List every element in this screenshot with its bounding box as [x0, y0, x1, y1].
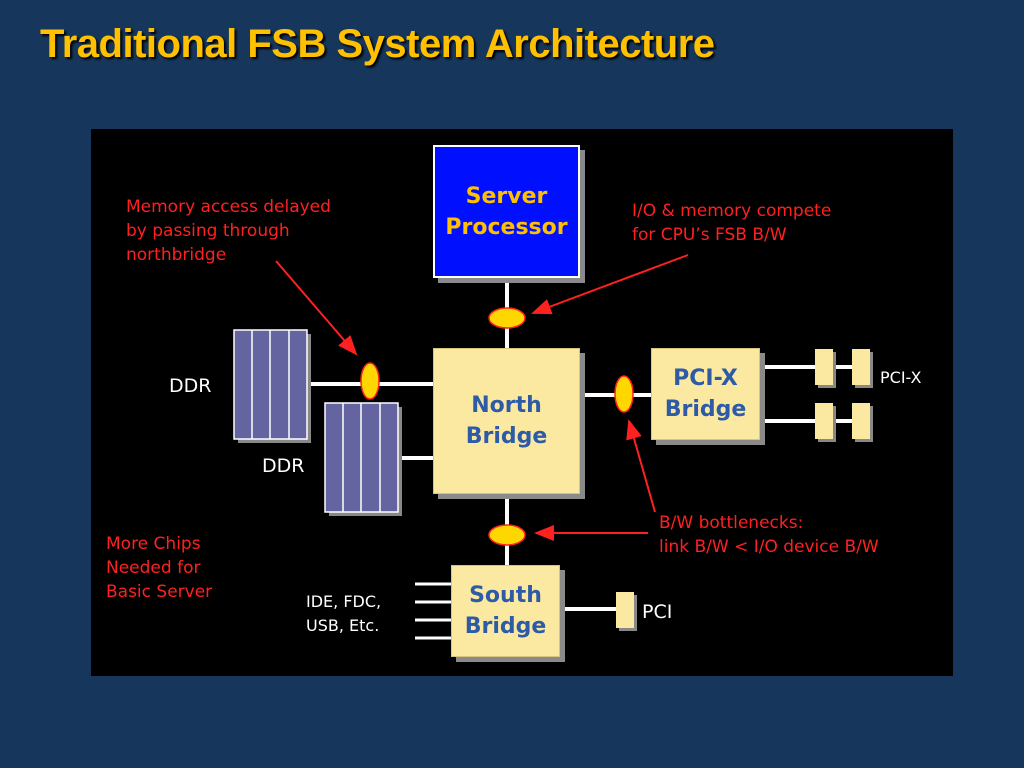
arrow-bottleneck-pcix [626, 419, 656, 513]
ddr-label-2: DDR [262, 455, 305, 477]
note-bw-bottleneck: B/W bottlenecks: link B/W < I/O device B… [659, 513, 879, 557]
north-bridge-box: North Bridge [433, 348, 580, 494]
pcix-bridge-box: PCI-X Bridge [651, 348, 760, 440]
pci-label: PCI [642, 601, 673, 623]
server-processor-box: Server Processor [433, 145, 580, 278]
bottleneck-marker-fsb [488, 307, 526, 329]
bottleneck-marker-hub [488, 524, 526, 546]
server-processor-label: Server Processor [445, 183, 568, 240]
south-bridge-box: South Bridge [451, 565, 560, 657]
note-io-compete: I/O & memory compete for CPU’s FSB B/W [632, 201, 832, 245]
note-memory-delay: Memory access delayed by passing through… [126, 197, 331, 265]
arrow-io-note [531, 254, 689, 315]
ddr-module-2 [324, 402, 402, 516]
io-devices-label: IDE, FDC, USB, Etc. [306, 592, 382, 635]
slide-title: Traditional FSB System Architecture [40, 22, 715, 66]
note-more-chips: More Chips Needed for Basic Server [106, 534, 213, 602]
south-bridge-label: South Bridge [464, 583, 547, 639]
ddr-label-1: DDR [169, 375, 212, 397]
arrow-memory-note [275, 260, 358, 356]
bottleneck-marker-pcix [614, 375, 634, 413]
pci-slot [616, 592, 637, 631]
pcix-label: PCI-X [880, 368, 922, 387]
ddr-module-1 [233, 329, 311, 443]
pcix-bridge-label: PCI-X Bridge [664, 366, 747, 422]
north-bridge-label: North Bridge [465, 393, 548, 449]
bottleneck-marker-memory [360, 362, 380, 400]
pcix-slots [815, 349, 873, 442]
